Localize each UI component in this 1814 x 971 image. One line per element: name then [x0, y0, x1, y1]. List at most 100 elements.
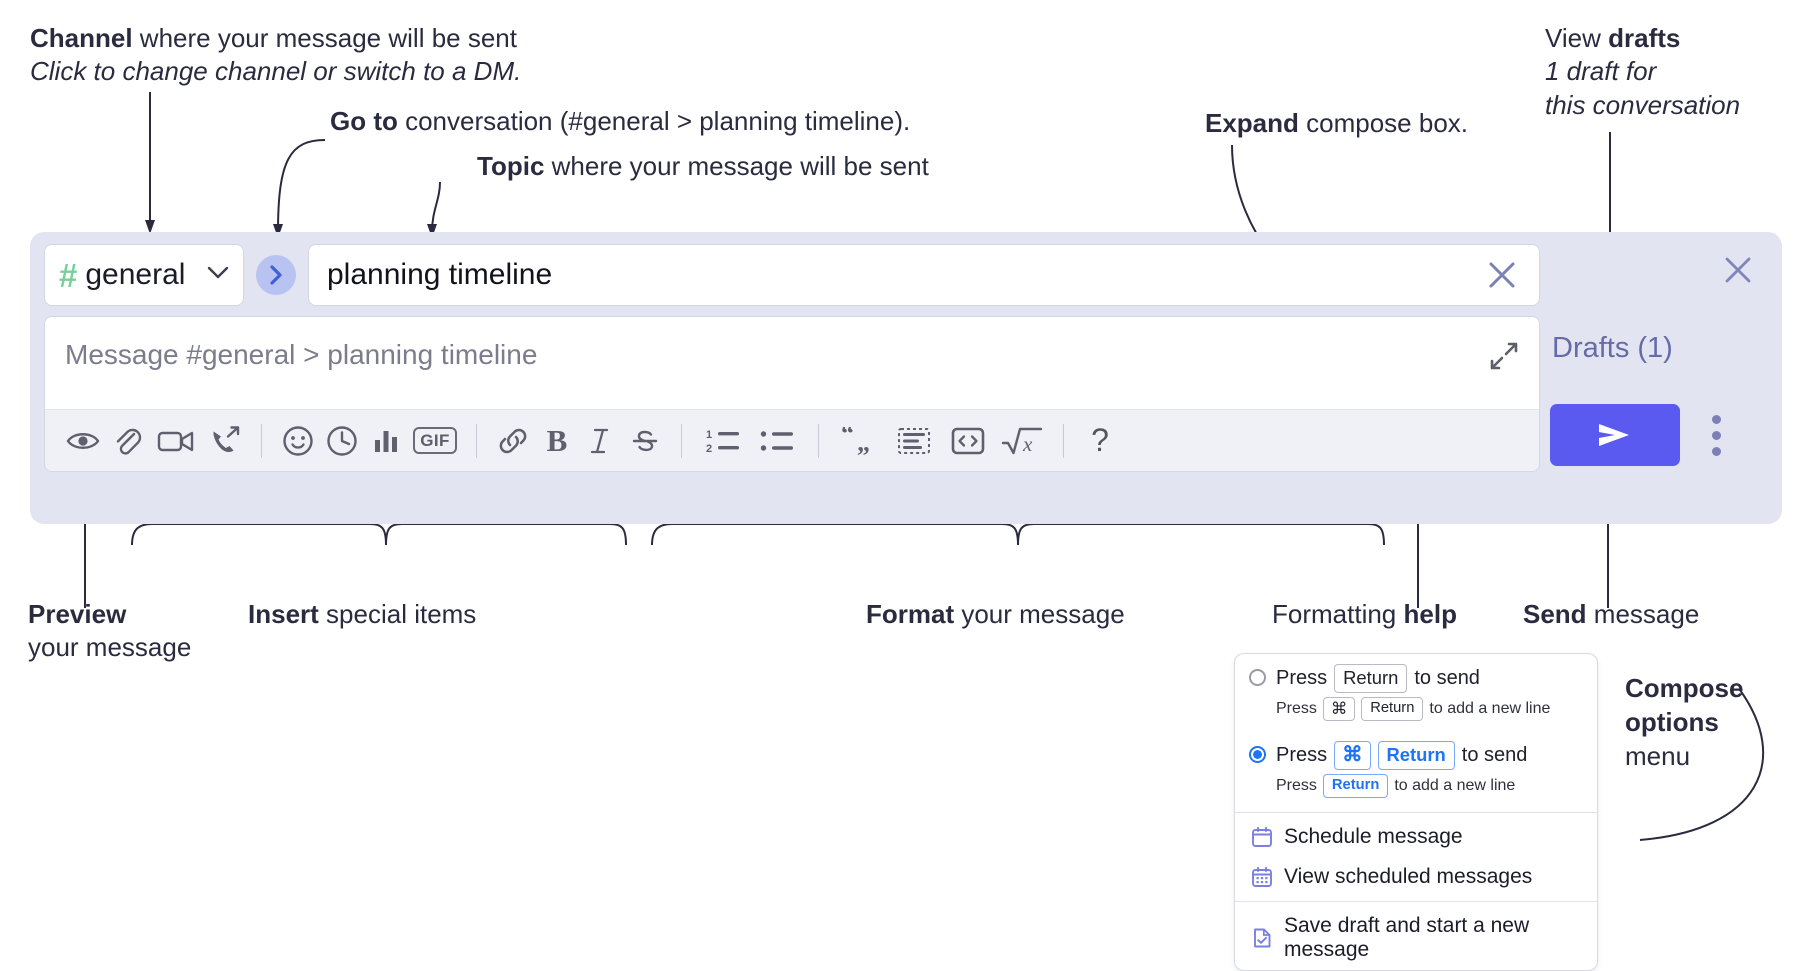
annotation-formatting-help: Formatting help — [1272, 598, 1457, 631]
opt0-main-post: to send — [1414, 666, 1480, 689]
hash-icon: # — [59, 256, 78, 294]
channel-name: general — [85, 258, 186, 291]
menu-item-label: View scheduled messages — [1284, 865, 1533, 889]
annotation-channel-bold: Channel — [30, 23, 133, 53]
annotation-drafts-bold: drafts — [1608, 23, 1681, 53]
opt1-main-post: to send — [1461, 744, 1528, 767]
math-button[interactable]: x — [995, 418, 1049, 464]
poll-bar-chart-button[interactable] — [364, 418, 408, 464]
formatting-toolbar: GIF B 1 2 — [45, 409, 1539, 471]
inline-code-button[interactable] — [941, 418, 995, 464]
bold-button[interactable]: B — [535, 418, 579, 464]
preview-button[interactable] — [61, 418, 105, 464]
menu-item-save-draft[interactable]: Save draft and start a new message — [1235, 906, 1597, 970]
video-clip-button[interactable] — [149, 418, 203, 464]
radio-return-to-send[interactable] — [1249, 669, 1266, 686]
message-input-area[interactable]: Message #general > planning timeline — [45, 317, 1539, 409]
toolbar-divider — [476, 423, 477, 458]
send-arrow-icon — [1599, 424, 1629, 446]
menu-item-label: Save draft and start a new message — [1284, 914, 1530, 962]
code-block-button[interactable] — [887, 418, 941, 464]
blockquote-button[interactable]: “ „ — [833, 418, 887, 464]
radio-cmd-return-to-send[interactable] — [1249, 745, 1266, 763]
svg-text:“: “ — [841, 427, 854, 448]
menu-item-schedule-message[interactable]: Schedule message — [1235, 817, 1597, 857]
toolbar-divider — [818, 423, 819, 458]
message-placeholder: Message #general > planning timeline — [65, 339, 538, 370]
annotation-preview-line2: your message — [28, 632, 192, 663]
kebab-dot — [1711, 446, 1721, 456]
svg-text:2: 2 — [706, 443, 712, 455]
calendar-grid-icon — [1252, 867, 1272, 888]
annotation-drafts-sub2: this conversation — [1545, 89, 1741, 120]
annotation-compose-bold2: options — [1625, 706, 1719, 737]
topic-input[interactable]: planning timeline — [327, 258, 553, 291]
strikethrough-button[interactable] — [623, 418, 667, 464]
opt0-main-key1: Return — [1334, 664, 1408, 693]
bulleted-list-button[interactable] — [750, 418, 804, 464]
link-button[interactable] — [491, 418, 535, 464]
channel-selector-button[interactable]: # general — [44, 244, 244, 306]
gif-button[interactable]: GIF — [408, 418, 462, 464]
emoji-button[interactable] — [276, 418, 320, 464]
annotation-send: Send message — [1523, 598, 1699, 631]
drafts-link[interactable]: Drafts (1) — [1552, 332, 1673, 364]
send-button[interactable] — [1550, 404, 1680, 466]
annotation-topic: Topic where your message will be sent — [477, 150, 929, 183]
annotation-compose-line3: menu — [1625, 740, 1691, 771]
bold-icon: B — [546, 422, 568, 458]
attach-file-button[interactable] — [105, 418, 149, 464]
kebab-dot — [1711, 414, 1721, 424]
toolbar-divider — [681, 423, 682, 458]
ordered-list-button[interactable]: 1 2 — [696, 418, 750, 464]
annotation-send-rest: message — [1586, 599, 1700, 629]
close-icon[interactable] — [1718, 250, 1758, 290]
annotation-insert: Insert special items — [248, 598, 476, 631]
formatting-help-button[interactable]: ? — [1078, 418, 1122, 464]
clear-topic-icon[interactable] — [1479, 252, 1525, 298]
opt0-sub-post: to add a new line — [1429, 699, 1551, 717]
question-mark-icon: ? — [1091, 422, 1109, 458]
annotation-format: Format your message — [866, 598, 1125, 631]
compose-options-menu: Press Return to send Press ⌘ Return to a… — [1234, 653, 1598, 971]
reminder-clock-button[interactable] — [320, 418, 364, 464]
opt1-sub-pre: Press — [1276, 777, 1317, 795]
annotation-expand-rest: compose box. — [1298, 108, 1469, 138]
send-option-row[interactable]: Press Return to send Press ⌘ Return to a… — [1235, 654, 1597, 731]
opt0-main-pre: Press — [1276, 666, 1328, 689]
expand-compose-icon[interactable] — [1483, 335, 1525, 377]
annotation-format-rest: your message — [954, 599, 1125, 629]
menu-item-view-scheduled[interactable]: View scheduled messages — [1235, 857, 1597, 897]
gif-icon: GIF — [413, 426, 457, 455]
annotation-send-bold: Send — [1523, 599, 1587, 629]
topic-field[interactable]: planning timeline — [308, 244, 1540, 306]
opt1-main-key2: Return — [1377, 741, 1455, 771]
message-editor: Message #general > planning timeline — [44, 316, 1540, 472]
menu-divider — [1235, 901, 1597, 903]
annotation-goto: Go to conversation (#general > planning … — [330, 105, 910, 138]
svg-text:x: x — [1022, 432, 1033, 456]
annotation-topic-rest: where your message will be sent — [544, 151, 929, 181]
opt0-sub-key1: ⌘ — [1322, 696, 1356, 721]
annotation-topic-bold: Topic — [477, 151, 545, 181]
annotation-compose-options: Compose options menu — [1625, 672, 1743, 773]
annotation-channel-sub: Click to change channel or switch to a D… — [30, 56, 522, 87]
opt1-main-pre: Press — [1276, 744, 1328, 767]
send-option-row[interactable]: Press ⌘ Return to send Press Return to a… — [1235, 731, 1597, 808]
document-check-icon — [1254, 928, 1271, 948]
menu-divider — [1235, 812, 1597, 814]
annotation-goto-bold: Go to — [330, 106, 398, 136]
call-button[interactable] — [203, 418, 247, 464]
italic-button[interactable] — [579, 418, 623, 464]
menu-item-label: Schedule message — [1284, 825, 1463, 849]
annotation-expand: Expand compose box. — [1205, 107, 1468, 140]
annotation-preview: Preview your message — [28, 598, 191, 665]
calendar-icon — [1252, 827, 1272, 848]
go-to-conversation-button[interactable] — [256, 255, 296, 295]
opt1-main-key1: ⌘ — [1334, 740, 1371, 771]
svg-text:1: 1 — [706, 429, 712, 441]
compose-options-button[interactable] — [1698, 410, 1734, 460]
toolbar-divider — [1063, 423, 1064, 458]
annotation-expand-bold: Expand — [1205, 108, 1299, 138]
annotation-help-bold: help — [1403, 599, 1457, 629]
